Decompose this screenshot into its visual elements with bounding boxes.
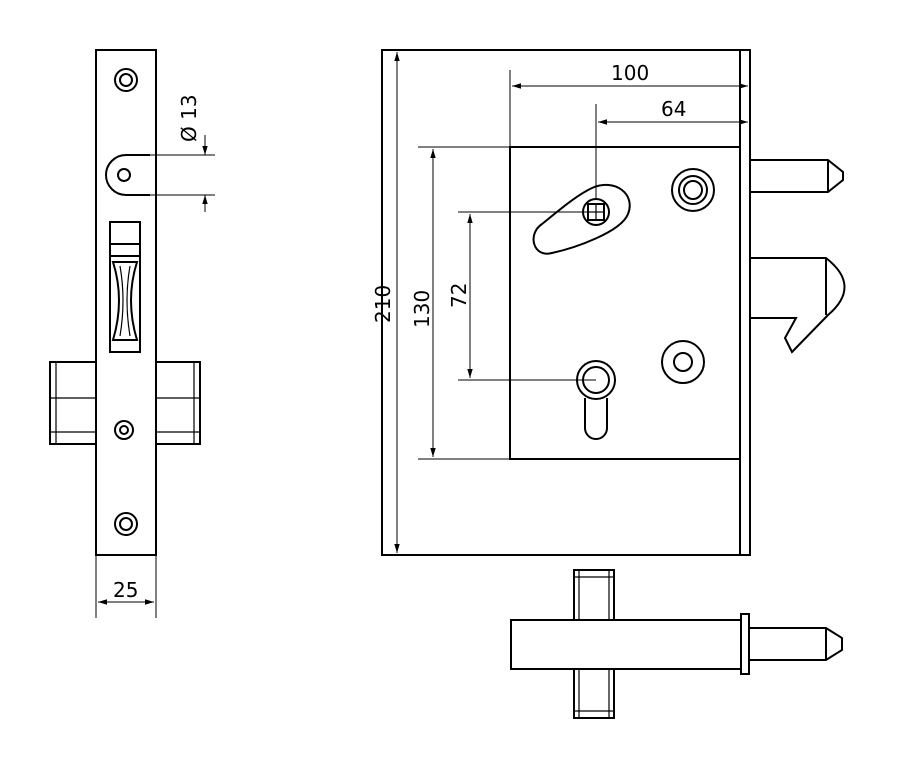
screw-boss-upper: [671, 168, 715, 212]
center-distance-dimension: 72: [447, 211, 596, 381]
faceplate-width-dimension: 25: [95, 555, 157, 618]
lock-case: [509, 146, 741, 460]
bolt-top-view: [748, 627, 843, 661]
screw-boss-lower: [661, 340, 705, 384]
case-top-view: [510, 619, 742, 670]
backset-64-dimension: 64: [595, 97, 748, 199]
spindle-hole-13: [105, 154, 150, 196]
front-view: 210 130 72 100 64: [371, 49, 846, 556]
backset-64-label: 64: [661, 97, 686, 121]
backset-100-dimension: 100: [509, 61, 748, 147]
hole-diameter-dimension: Ø 13: [150, 94, 215, 212]
faceplate-edge: [739, 49, 751, 556]
top-view: [510, 569, 843, 719]
screw-hole-top: [114, 68, 138, 92]
faceplate-top-view: [740, 613, 750, 675]
lock-body-outline: [381, 49, 741, 556]
width-25-label: 25: [113, 578, 138, 602]
faceplate: [95, 49, 157, 556]
screw-hole-middle: [114, 420, 134, 440]
deadbolt: [749, 159, 844, 193]
latch-bolt: [749, 257, 846, 354]
height-210-label: 210: [371, 285, 395, 323]
distance-72-label: 72: [447, 283, 471, 308]
side-view: Ø 13 25: [49, 49, 215, 618]
case-height-dimension: 130: [410, 146, 510, 460]
height-130-label: 130: [410, 290, 434, 328]
screw-hole-bottom: [114, 512, 138, 536]
backset-100-label: 100: [611, 61, 649, 85]
follower-cam: [532, 183, 631, 255]
overall-height-dimension: 210: [371, 52, 400, 553]
latch-window: [109, 221, 141, 353]
cylinder-keyhole: [576, 360, 616, 440]
hole-diameter-label: Ø 13: [177, 94, 201, 142]
